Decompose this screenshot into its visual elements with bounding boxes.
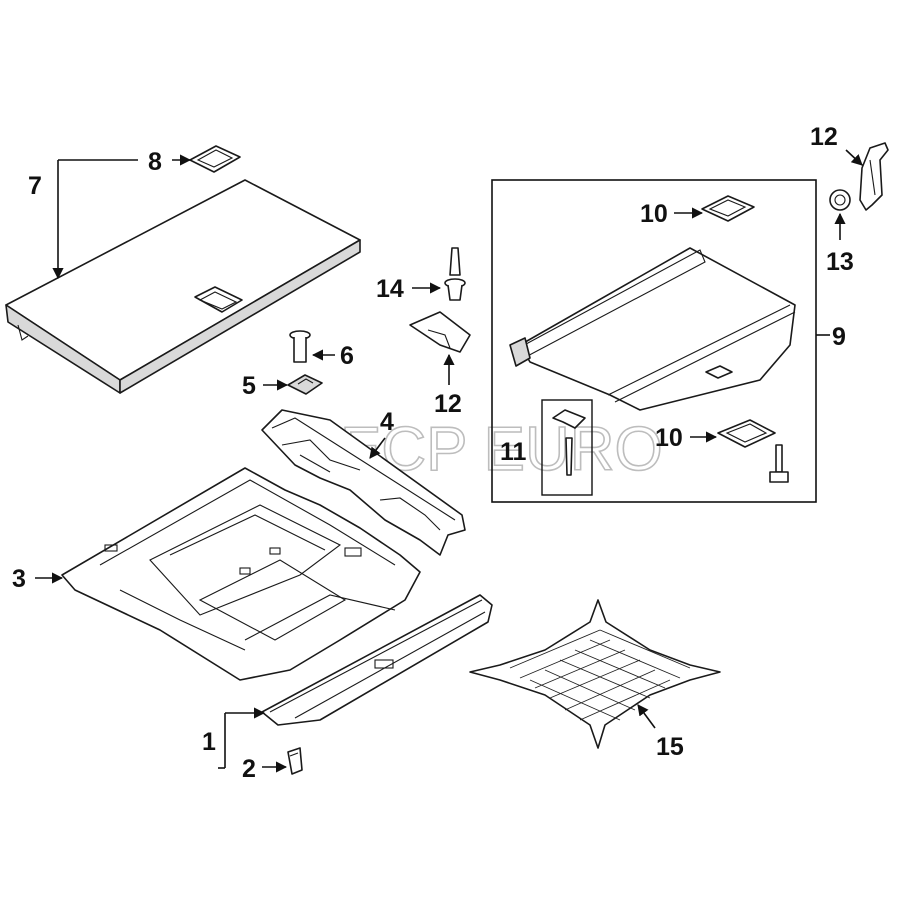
floor-pan-3 [61, 467, 421, 681]
clip-5 [287, 374, 323, 395]
callout-10-upper: 10 [640, 200, 668, 228]
callout-4: 4 [380, 408, 394, 436]
callout-12-upper: 12 [810, 123, 838, 151]
callout-5: 5 [242, 372, 256, 400]
callout-11: 11 [500, 438, 527, 466]
tonneau-cover-box [491, 179, 817, 503]
leader-lines [35, 149, 863, 773]
bracket-12-lower [409, 311, 471, 353]
callout-1: 1 [202, 728, 216, 756]
callout-7: 7 [28, 172, 42, 200]
callout-13: 13 [826, 248, 854, 276]
callout-15: 15 [656, 733, 684, 761]
pad-10-upper [701, 195, 755, 222]
bolt-in-box [775, 444, 783, 473]
rear-sill-1 [261, 594, 493, 726]
callout-12-lower: 12 [434, 390, 462, 418]
clip-2 [287, 747, 303, 775]
cross-member-4 [261, 409, 466, 556]
bracket-12-upper [859, 142, 889, 211]
callout-2: 2 [242, 755, 256, 783]
callout-9: 9 [832, 323, 846, 351]
callout-8: 8 [148, 148, 162, 176]
push-pin-14 [444, 247, 466, 301]
floor-pad-8 [189, 145, 241, 173]
cargo-net-15 [469, 599, 721, 749]
callout-3: 3 [12, 565, 26, 593]
bolt-6 [289, 330, 311, 363]
callout-6: 6 [340, 342, 354, 370]
callout-10-lower: 10 [655, 424, 683, 452]
hardware-box-11 [541, 399, 593, 496]
nut-13 [829, 189, 851, 211]
callout-14: 14 [376, 275, 404, 303]
cargo-floor-panel [5, 179, 361, 394]
pad-10-lower [717, 419, 776, 448]
